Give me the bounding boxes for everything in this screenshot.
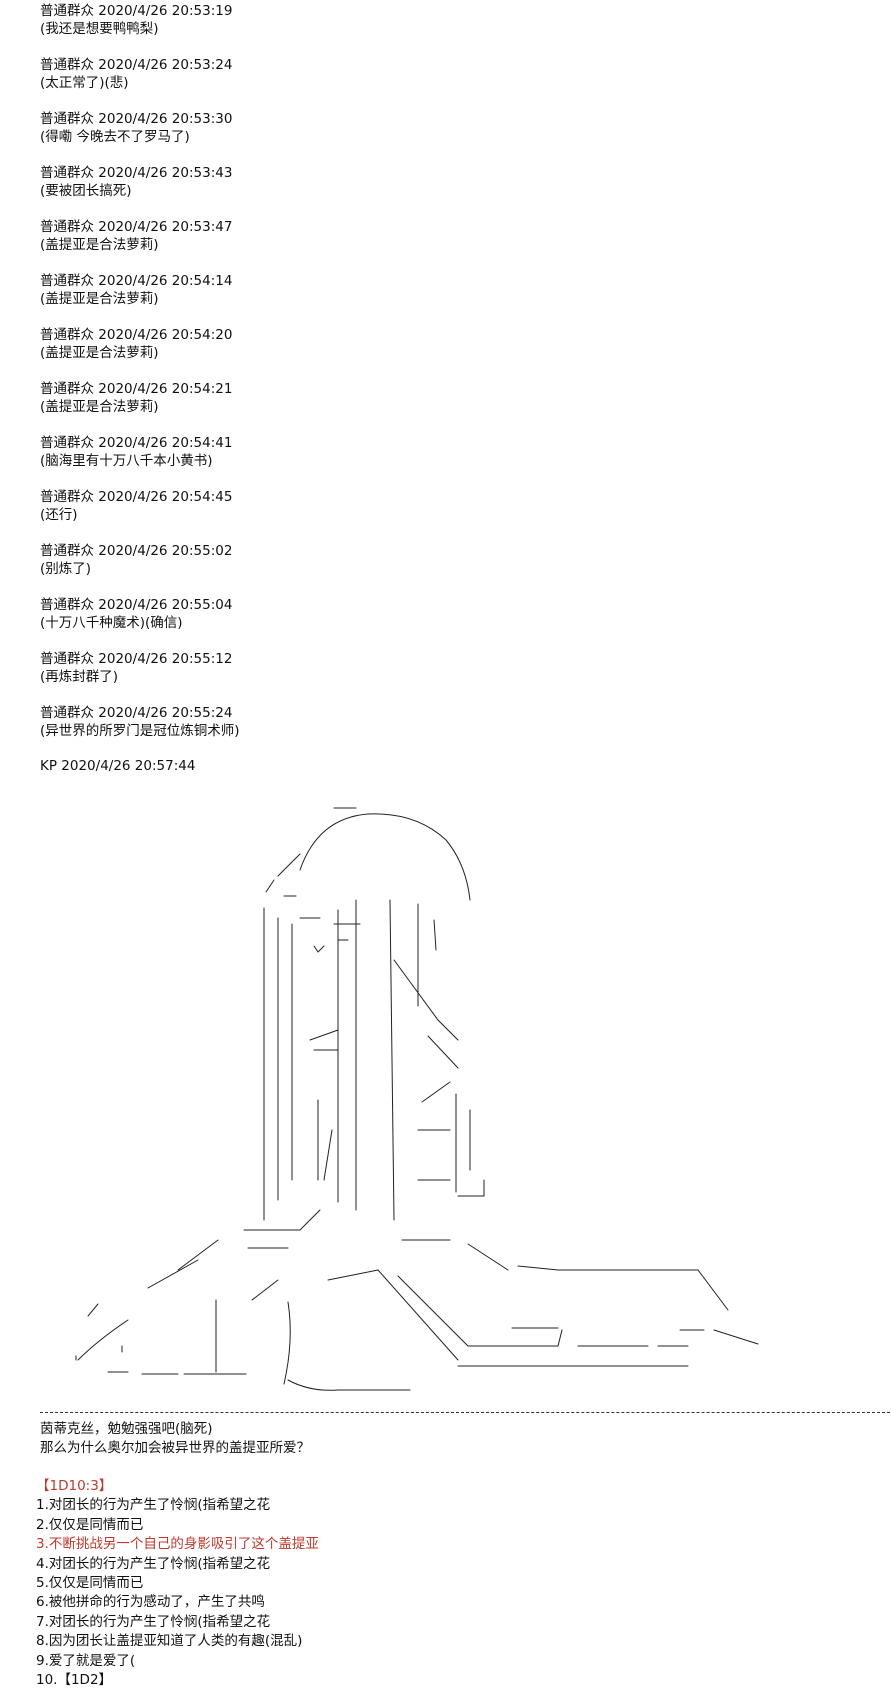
chat-message: 普通群众 2020/4/26 20:54:20 (盖提亚是合法萝莉): [40, 326, 860, 380]
closing-text: 茵蒂克丝，勉勉强强吧(脑死) 那么为什么奥尔加会被异世界的盖提亚所爱？: [40, 1420, 310, 1458]
message-meta: 普通群众 2020/4/26 20:54:20: [40, 327, 233, 343]
message-meta: 普通群众 2020/4/26 20:54:21: [40, 381, 233, 397]
poll-option: 1.对团长的行为产生了怜悯(指希望之花: [36, 1497, 271, 1514]
chat-message: 普通群众 2020/4/26 20:53:47 (盖提亚是合法萝莉): [40, 218, 860, 272]
message-meta: 普通群众 2020/4/26 20:53:24: [40, 57, 233, 73]
kp-message-meta: KP 2020/4/26 20:57:44: [40, 758, 196, 774]
poll-option: 6.被他拼命的行为感动了，产生了共鸣: [36, 1594, 265, 1611]
message-meta: 普通群众 2020/4/26 20:53:47: [40, 219, 233, 235]
message-meta: 普通群众 2020/4/26 20:54:45: [40, 489, 233, 505]
poll-option: 4.对团长的行为产生了怜悯(指希望之花: [36, 1555, 271, 1572]
message-text: (还行): [40, 507, 78, 523]
poll-option: 7.对团长的行为产生了怜悯(指希望之花: [36, 1613, 271, 1630]
ascii-art-figure: [75, 807, 759, 1391]
message-meta: 普通群众 2020/4/26 20:54:41: [40, 435, 233, 451]
poll-option: 10.【1D2】: [36, 1672, 113, 1689]
chat-message: 普通群众 2020/4/26 20:55:24 (异世界的所罗门是冠位炼铜术师): [40, 704, 860, 758]
message-meta: 普通群众 2020/4/26 20:55:04: [40, 597, 233, 613]
section-divider: [40, 1412, 890, 1413]
dice-poll: 【1D10:3】 1.对团长的行为产生了怜悯(指希望之花 2.仅仅是同情而已 3…: [36, 1477, 319, 1690]
ascii-art-illustration: [38, 800, 838, 1392]
message-text: (十万八千种魔术)(确信): [40, 615, 183, 631]
chat-message: 普通群众 2020/4/26 20:55:12 (再炼封群了): [40, 650, 860, 704]
message-text: (我还是想要鸭鸭梨): [40, 21, 159, 37]
message-meta: 普通群众 2020/4/26 20:55:02: [40, 543, 233, 559]
message-text: (盖提亚是合法萝莉): [40, 399, 159, 415]
message-meta: 普通群众 2020/4/26 20:53:19: [40, 3, 233, 19]
chat-log: 普通群众 2020/4/26 20:53:19 (我还是想要鸭鸭梨) 普通群众 …: [40, 2, 860, 758]
message-text: (盖提亚是合法萝莉): [40, 237, 159, 253]
chat-message: 普通群众 2020/4/26 20:54:14 (盖提亚是合法萝莉): [40, 272, 860, 326]
poll-option-selected: 3.不断挑战另一个自己的身影吸引了这个盖提亚: [36, 1536, 319, 1553]
message-text: (盖提亚是合法萝莉): [40, 345, 159, 361]
message-text: (太正常了)(悲): [40, 75, 129, 91]
message-meta: 普通群众 2020/4/26 20:53:30: [40, 111, 233, 127]
chat-message: 普通群众 2020/4/26 20:53:30 (得嘞 今晚去不了罗马了): [40, 110, 860, 164]
chat-message: 普通群众 2020/4/26 20:55:02 (别炼了): [40, 542, 860, 596]
message-text: (再炼封群了): [40, 669, 119, 685]
message-text: (脑海里有十万八千本小黄书): [40, 453, 213, 469]
message-meta: 普通群众 2020/4/26 20:55:24: [40, 705, 233, 721]
message-text: (盖提亚是合法萝莉): [40, 291, 159, 307]
message-text: (得嘞 今晚去不了罗马了): [40, 129, 190, 145]
closing-line: 茵蒂克丝，勉勉强强吧(脑死): [40, 1421, 213, 1437]
message-text: (别炼了): [40, 561, 92, 577]
poll-option: 5.仅仅是同情而已: [36, 1575, 144, 1592]
chat-message: 普通群众 2020/4/26 20:55:04 (十万八千种魔术)(确信): [40, 596, 860, 650]
message-text: (要被团长搞死): [40, 183, 132, 199]
message-meta: 普通群众 2020/4/26 20:55:12: [40, 651, 233, 667]
poll-option: 8.因为团长让盖提亚知道了人类的有趣(混乱): [36, 1633, 303, 1650]
chat-message: 普通群众 2020/4/26 20:53:19 (我还是想要鸭鸭梨): [40, 2, 860, 56]
chat-message: 普通群众 2020/4/26 20:53:43 (要被团长搞死): [40, 164, 860, 218]
poll-option: 2.仅仅是同情而已: [36, 1516, 144, 1533]
poll-header: 【1D10:3】: [36, 1478, 113, 1494]
closing-line: 那么为什么奥尔加会被异世界的盖提亚所爱？: [40, 1440, 310, 1456]
chat-message: 普通群众 2020/4/26 20:54:45 (还行): [40, 488, 860, 542]
poll-option: 9.爱了就是爱了(: [36, 1652, 136, 1669]
chat-message: 普通群众 2020/4/26 20:54:21 (盖提亚是合法萝莉): [40, 380, 860, 434]
chat-message: 普通群众 2020/4/26 20:54:41 (脑海里有十万八千本小黄书): [40, 434, 860, 488]
chat-message: 普通群众 2020/4/26 20:53:24 (太正常了)(悲): [40, 56, 860, 110]
message-text: (异世界的所罗门是冠位炼铜术师): [40, 723, 240, 739]
message-meta: 普通群众 2020/4/26 20:53:43: [40, 165, 233, 181]
message-meta: 普通群众 2020/4/26 20:54:14: [40, 273, 233, 289]
